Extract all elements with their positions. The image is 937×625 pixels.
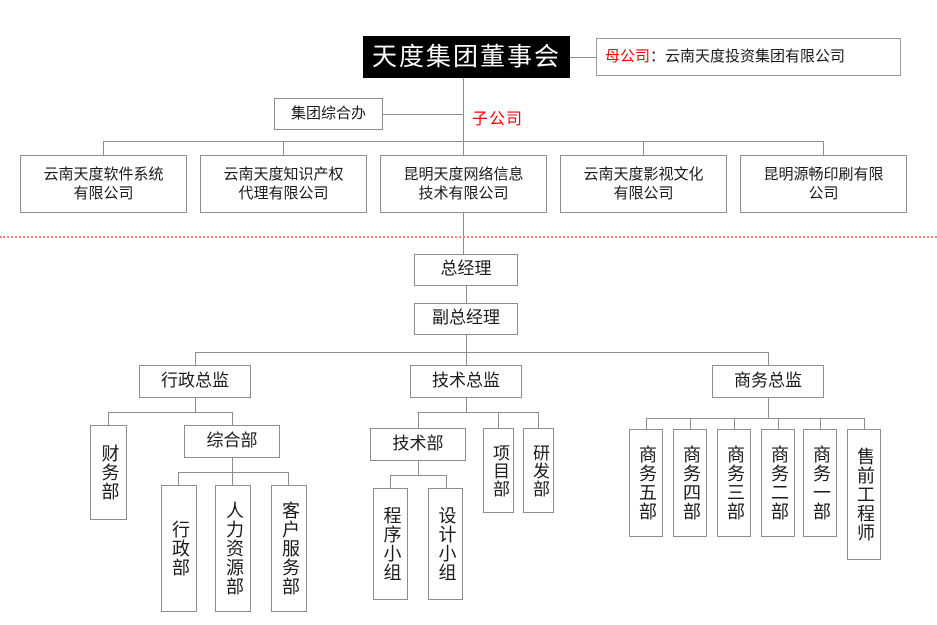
business-drop-4 <box>778 418 779 429</box>
business-drop-6 <box>864 418 865 429</box>
tech-dept-down-stem <box>418 461 419 475</box>
business-unit-box-2[interactable]: 商务四部 <box>673 429 707 537</box>
subsidiary-drop-1 <box>103 141 104 155</box>
tech-child-box-1[interactable]: 程序小组 <box>373 488 408 600</box>
group-office-connector <box>383 114 463 115</box>
business-unit-box-5[interactable]: 商务一部 <box>803 429 837 537</box>
subsidiary-box-1[interactable]: 云南天度软件系统 有限公司 <box>20 155 187 213</box>
general-child-drop-2 <box>232 472 233 485</box>
director-box-business[interactable]: 商务总监 <box>712 365 824 398</box>
tech-bus <box>418 412 538 413</box>
tech-drop-dept <box>418 412 419 428</box>
finance-dept-box[interactable]: 财务部 <box>90 425 127 520</box>
tech-down-stem <box>466 398 467 412</box>
business-unit-box-6[interactable]: 售前工程师 <box>847 429 881 560</box>
general-dept-box[interactable]: 综合部 <box>184 425 280 458</box>
group-office-box[interactable]: 集团综合办 <box>274 98 383 130</box>
tech-child-drop-1 <box>390 475 391 488</box>
project-dept-box[interactable]: 项目部 <box>483 428 514 513</box>
director-drop-admin <box>195 352 196 365</box>
subsidiary-box-4[interactable]: 云南天度影视文化 有限公司 <box>560 155 727 213</box>
parent-company-note: 母公司：云南天度投资集团有限公司 <box>596 38 901 76</box>
business-unit-box-1[interactable]: 商务五部 <box>629 429 663 537</box>
rd-dept-box[interactable]: 研发部 <box>523 428 554 513</box>
director-drop-tech <box>466 352 467 365</box>
subsidiary-drop-4 <box>643 141 644 155</box>
section-divider <box>0 236 937 238</box>
deputy-general-manager-box[interactable]: 副总经理 <box>414 303 518 335</box>
business-drop-3 <box>734 418 735 429</box>
business-unit-box-3[interactable]: 商务三部 <box>717 429 751 537</box>
parent-company-separator: ： <box>650 47 666 66</box>
board-down-stem <box>463 78 464 141</box>
board-of-directors-box[interactable]: 天度集团董事会 <box>363 36 570 78</box>
admin-drop-finance <box>108 412 109 425</box>
admin-down-stem <box>195 398 196 412</box>
business-down-stem <box>768 398 769 418</box>
subsidiary-drop-3 <box>463 141 464 155</box>
business-drop-1 <box>646 418 647 429</box>
business-unit-box-4[interactable]: 商务二部 <box>761 429 795 537</box>
tech-dept-bus <box>390 475 446 476</box>
general-child-box-3[interactable]: 客户服务部 <box>271 485 307 612</box>
subsidiary-label: 子公司 <box>472 109 524 128</box>
tech-child-drop-2 <box>446 475 447 488</box>
general-manager-box[interactable]: 总经理 <box>414 254 518 286</box>
general-child-box-2[interactable]: 人力资源部 <box>215 485 251 612</box>
subsidiary-drop-5 <box>823 141 824 155</box>
admin-drop-general <box>232 412 233 425</box>
director-box-admin[interactable]: 行政总监 <box>139 365 251 398</box>
parent-company-value: 云南天度投资集团有限公司 <box>665 47 846 66</box>
tech-drop-rd <box>538 412 539 428</box>
business-drop-2 <box>690 418 691 429</box>
gm-to-dgm-connector <box>466 286 467 303</box>
business-drop-5 <box>820 418 821 429</box>
general-dept-bus <box>178 472 288 473</box>
general-child-drop-1 <box>178 472 179 485</box>
directors-bus <box>195 352 768 353</box>
admin-bus <box>108 412 232 413</box>
general-child-box-1[interactable]: 行政部 <box>161 485 197 612</box>
subsidiary-box-3[interactable]: 昆明天度网络信息 技术有限公司 <box>380 155 547 213</box>
subsidiary-box-2[interactable]: 云南天度知识产权 代理有限公司 <box>200 155 367 213</box>
director-box-tech[interactable]: 技术总监 <box>410 365 522 398</box>
director-drop-business <box>768 352 769 365</box>
tech-drop-project <box>498 412 499 428</box>
divider-cross-stem <box>463 213 464 254</box>
parent-company-label: 母公司 <box>605 47 651 66</box>
tech-child-box-2[interactable]: 设计小组 <box>428 488 463 600</box>
general-child-drop-3 <box>288 472 289 485</box>
tech-dept-box[interactable]: 技术部 <box>370 428 466 461</box>
subsidiary-drop-2 <box>283 141 284 155</box>
business-bus <box>646 418 864 419</box>
subsidiary-box-5[interactable]: 昆明源畅印刷有限 公司 <box>740 155 907 213</box>
general-dept-down-stem <box>232 458 233 472</box>
board-to-parent-connector <box>570 57 596 58</box>
dgm-down-stem <box>466 335 467 352</box>
